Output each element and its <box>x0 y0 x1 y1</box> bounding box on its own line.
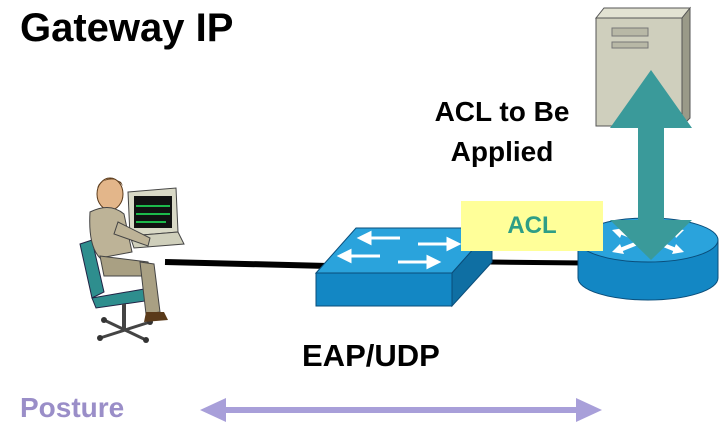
acl-caption-line-2: Applied <box>450 136 554 167</box>
diagram-title: Gateway IP <box>20 6 234 50</box>
acl-caption: ACL to Be Applied <box>402 92 602 172</box>
link-switch-router <box>489 259 586 266</box>
posture-label: Posture <box>20 392 125 423</box>
user-at-workstation-icon <box>79 177 185 343</box>
posture-double-arrow <box>200 398 602 422</box>
protocol-label: EAP/UDP <box>302 338 440 373</box>
teal-double-arrow <box>610 70 692 260</box>
acl-box: ACL <box>461 201 603 251</box>
link-pc-switch <box>164 259 329 269</box>
switch-icon <box>314 226 494 308</box>
acl-caption-line-1: ACL to Be <box>434 96 570 127</box>
acl-box-label: ACL <box>507 212 557 239</box>
